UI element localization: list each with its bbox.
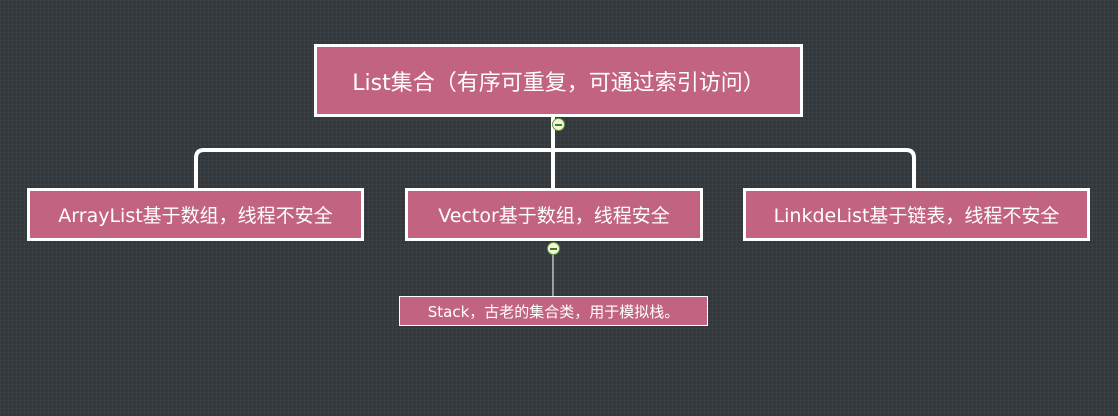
node-stack-label: Stack，古老的集合类，用于模拟栈。 [427, 302, 680, 321]
node-arraylist-label: ArrayList基于数组，线程不安全 [58, 205, 333, 227]
node-vector-label: Vector基于数组，线程安全 [438, 205, 670, 227]
root-node-label: List集合（有序可重复，可通过索引访问） [352, 70, 765, 96]
root-node[interactable]: List集合（有序可重复，可通过索引访问） [314, 44, 803, 117]
collapse-minus-icon[interactable] [552, 118, 565, 131]
node-linkedlist-label: LinkdeList基于链表，线程不安全 [773, 205, 1060, 227]
collapse-minus-icon[interactable] [547, 242, 560, 255]
node-arraylist[interactable]: ArrayList基于数组，线程不安全 [27, 188, 364, 241]
node-linkedlist[interactable]: LinkdeList基于链表，线程不安全 [743, 188, 1090, 241]
node-vector[interactable]: Vector基于数组，线程安全 [405, 188, 703, 241]
node-stack[interactable]: Stack，古老的集合类，用于模拟栈。 [399, 296, 708, 326]
